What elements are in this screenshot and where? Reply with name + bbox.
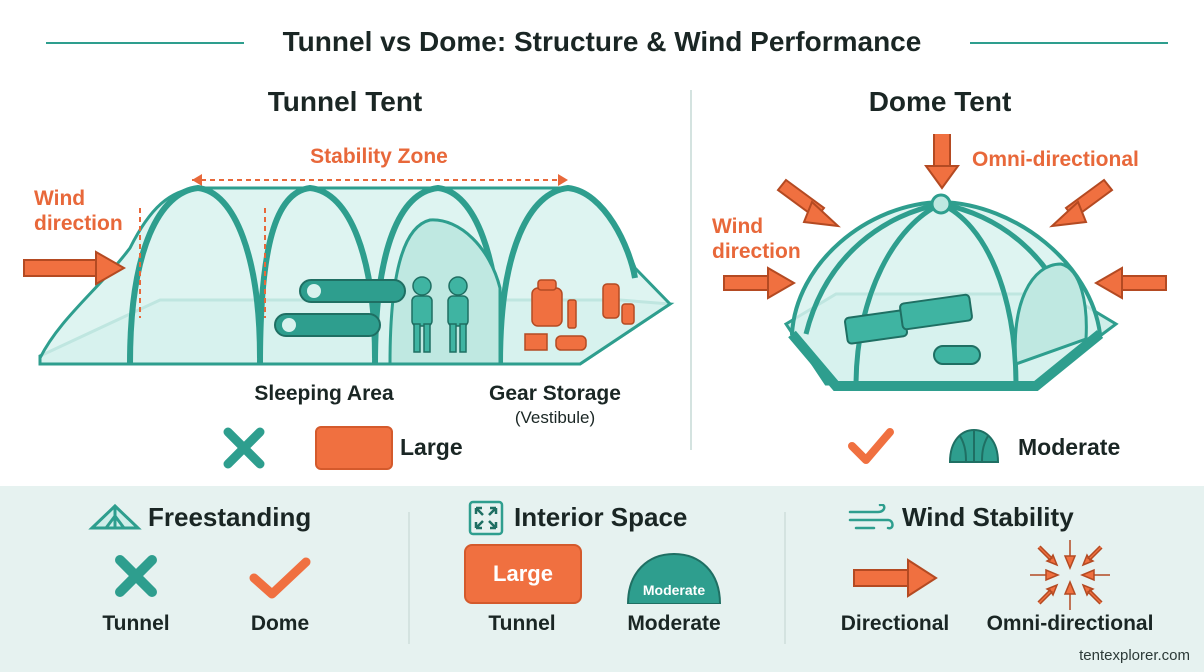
- tunnel-space-label: Large: [400, 434, 463, 460]
- moderate-badge-label: Moderate: [642, 582, 706, 598]
- dome-mats: [844, 293, 981, 365]
- panel-divider-2: [784, 512, 786, 644]
- omni-directional-label: Omni-directional: [972, 148, 1139, 171]
- dome-wind-label: Wind direction: [712, 215, 801, 263]
- cross-icon: [223, 427, 265, 469]
- panel-divider-1: [408, 512, 410, 644]
- tent-icon: [88, 503, 142, 530]
- tunnel-wind-label: Wind direction: [34, 187, 123, 235]
- dome-title: Dome Tent: [868, 86, 1012, 117]
- header: Tunnel vs Dome: Structure & Wind Perform…: [0, 18, 1204, 66]
- expand-icon: [468, 500, 504, 536]
- stability-zone-label: Stability Zone: [310, 145, 448, 168]
- large-badge: Large: [464, 544, 582, 604]
- gear-storage-label: Gear Storage: [489, 382, 621, 405]
- omni-arrows-icon: [1030, 540, 1110, 610]
- wind-icon: [848, 504, 894, 530]
- wind-stability-title: Wind Stability: [902, 502, 1074, 532]
- dome-space-icon: [948, 428, 1000, 463]
- gear-icons: [524, 279, 635, 351]
- freestanding-dome-label: Dome: [250, 612, 310, 635]
- large-space-icon: [315, 426, 393, 470]
- page-title: Tunnel vs Dome: Structure & Wind Perform…: [282, 26, 922, 57]
- sleeping-area-label: Sleeping Area: [254, 382, 394, 405]
- freestanding-cross-icon: [115, 555, 157, 597]
- section-divider: [690, 90, 692, 450]
- header-rule-right: [970, 42, 1168, 44]
- check-icon: [848, 428, 894, 464]
- interior-space-title: Interior Space: [514, 502, 688, 532]
- tunnel-title: Tunnel Tent: [267, 86, 423, 117]
- comparison-panel: Freestanding Tunnel Dome Interior Space …: [0, 486, 1204, 672]
- people-icons: [411, 276, 469, 353]
- footer-site[interactable]: tentexplorer.com: [1079, 647, 1190, 664]
- interior-tunnel-label: Tunnel: [488, 612, 556, 635]
- freestanding-title: Freestanding: [148, 502, 312, 532]
- moderate-dome-badge: [626, 552, 722, 604]
- interior-dome-label: Moderate: [627, 612, 721, 635]
- freestanding-tunnel-label: Tunnel: [102, 612, 170, 635]
- freestanding-check-icon: [249, 557, 311, 599]
- sleeping-bags: [274, 279, 406, 337]
- dome-space-label: Moderate: [1018, 434, 1121, 460]
- tunnel-tent-illustration: [23, 174, 675, 366]
- directional-arrow-icon: [853, 558, 938, 598]
- header-rule-left: [46, 42, 244, 44]
- tunnel-wind-arrow: [23, 250, 127, 286]
- dome-wind-arrows: [723, 134, 1167, 300]
- wind-dome-label: Omni-directional: [986, 612, 1154, 635]
- wind-tunnel-label: Directional: [840, 612, 950, 635]
- dome-tent-illustration: [723, 134, 1167, 391]
- vestibule-label: (Vestibule): [514, 408, 596, 427]
